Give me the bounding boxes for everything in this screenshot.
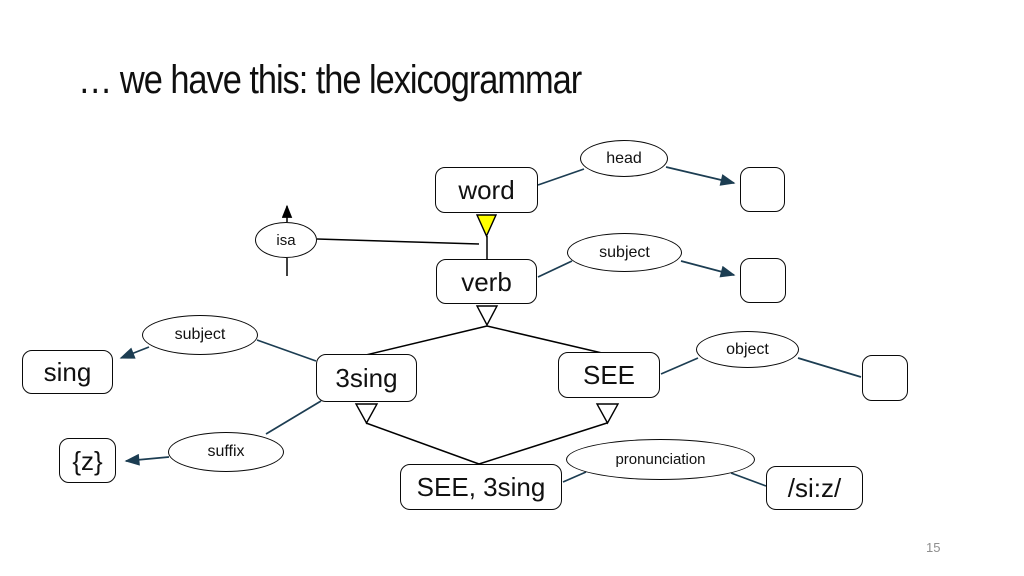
structure-edges (281, 204, 608, 465)
edge-subject-sing (119, 346, 150, 359)
edge-see-object (660, 357, 699, 375)
subtype-triangle-3sing (354, 403, 379, 425)
page-number: 15 (926, 540, 941, 555)
relation-suffix: suffix (168, 432, 284, 472)
node-verb: verb (436, 259, 537, 304)
edge-3sing-see3sing (365, 422, 480, 465)
edge-subject-slot (680, 260, 736, 278)
empty-slot-head (740, 167, 785, 212)
node-siz: /si:z/ (766, 466, 863, 510)
edge-see-see3sing (478, 422, 608, 465)
node-sing: sing (22, 350, 113, 394)
relation-subject-of-verb: subject (567, 233, 682, 272)
isa-triangle-yellow (475, 214, 498, 238)
edge-see3sing-pronunciation (562, 471, 587, 483)
relation-edges (119, 166, 862, 487)
edge-verb-subject (537, 260, 573, 278)
edge-suffix-z (124, 453, 170, 466)
edge-3sing-suffix (265, 400, 322, 435)
subtype-triangle-verb (475, 305, 499, 327)
slide-title: … we have this: the lexicogrammar (78, 58, 582, 102)
relation-pronunciation: pronunciation (566, 439, 755, 480)
empty-slot-object (862, 355, 908, 401)
node-see-3sing: SEE, 3sing (400, 464, 562, 510)
edge-word-head (537, 168, 585, 186)
node-word: word (435, 167, 538, 213)
relation-isa: isa (255, 222, 317, 258)
node-3sing: 3sing (316, 354, 417, 402)
relation-object: object (696, 331, 799, 368)
node-z-suffix: {z} (59, 438, 116, 483)
edge-pronunciation-siz (730, 472, 767, 487)
subtype-markers (354, 214, 620, 425)
node-see: SEE (558, 352, 660, 398)
relation-head: head (580, 140, 668, 177)
edge-isa-horizontal (316, 238, 480, 245)
edge-verb-3sing (365, 325, 488, 356)
edge-verb-see (486, 325, 603, 354)
edge-head-slot (665, 166, 736, 186)
empty-slot-subject (740, 258, 786, 303)
edge-3sing-subject (256, 339, 317, 362)
edge-object-slot (797, 357, 862, 378)
subtype-triangle-see (595, 403, 620, 425)
relation-subject-of-3sing: subject (142, 315, 258, 355)
